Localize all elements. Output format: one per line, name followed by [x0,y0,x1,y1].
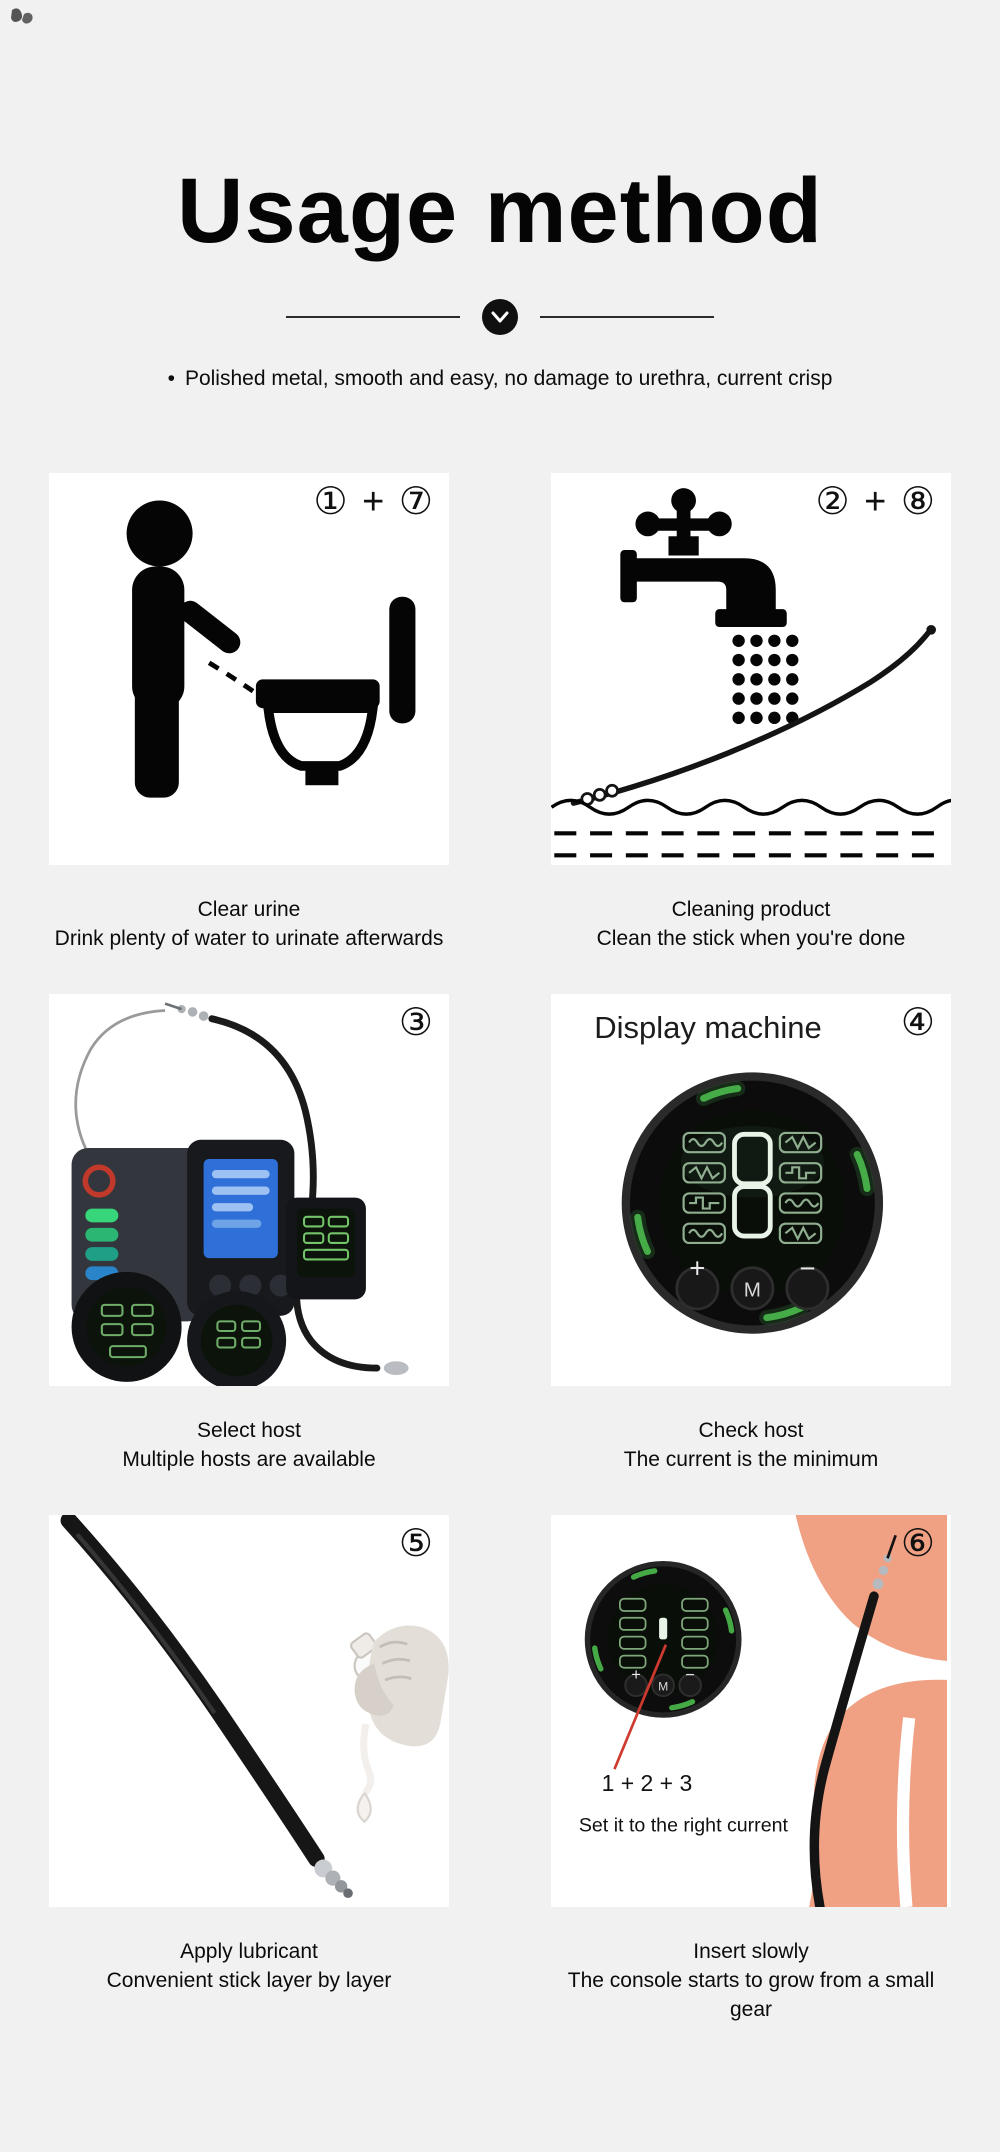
caption-line-2: Multiple hosts are available [122,1448,376,1472]
gear-annotation: 1 + 2 + 3 [602,1769,693,1795]
round-pod-device-2 [187,1290,287,1386]
bullet-marker: • [167,367,175,390]
device-plus-label: + [631,1665,640,1683]
bullet-text: Polished metal, smooth and easy, no dama… [184,367,833,390]
faucet-cleaning-illustration [551,488,951,858]
step-6-image: + M − 1 + 2 + 3 Set it to the right curr… [551,1514,951,1907]
lubricant-droplet [356,1791,372,1823]
digit-display [732,1131,773,1239]
current-note: Set it to the right current [579,1814,789,1836]
device-minus-label: − [799,1252,815,1283]
step-panel-3: ③ Select host Multiple hosts are availab… [49,993,449,1475]
feature-bullet: • Polished metal, smooth and easy, no dam… [0,367,1000,391]
corner-watermark [11,8,33,24]
chevron-down-icon [482,299,518,335]
step-badge: ② + ⑧ [815,481,937,523]
catheter-stick [60,1514,325,1867]
device-mode-label: M [744,1278,761,1301]
waveform-mode-icons [682,1131,823,1244]
caption-line-1: Insert slowly [693,1939,809,1963]
caption-line-2: Drink plenty of water to urinate afterwa… [54,927,444,951]
water-drops [732,634,799,725]
step-panel-2: ② + ⑧ Cleaning product Clean the stick w… [551,473,951,954]
step-5-image: ⑤ [49,1514,449,1907]
caption-line-2: Convenient stick layer by layer [106,1968,392,1992]
caption-line-1: Cleaning product [671,898,831,921]
lubricant-illustration [60,1514,449,1898]
caption-line-1: Check host [698,1418,804,1442]
digit-display [659,1617,668,1639]
toilet-pictogram-illustration [126,500,416,798]
catheter-stick [570,629,932,806]
stick-thread-beads [164,1002,209,1021]
device-minus-label: − [685,1665,694,1683]
step-2-caption: Cleaning product Clean the stick when yo… [551,895,951,954]
step-4-image: + M − Display machine ④ [551,993,951,1386]
blue-screen-device [187,1139,295,1316]
stick-metal-tip [383,1361,409,1375]
caption-line-1: Select host [197,1418,301,1442]
stick-thread-beads [872,1534,897,1589]
round-pod-device-1 [71,1271,182,1382]
water-wave-line [551,798,951,816]
device-plus-label: + [689,1252,705,1283]
red-pointer-line [613,1643,668,1770]
catheter-stick [809,1590,879,1907]
square-green-device [286,1197,366,1300]
step-badge: ⑤ [398,1522,435,1565]
step-panel-4: + M − Display machine ④ Check host The c… [551,993,951,1475]
device-cable [74,1008,166,1160]
step-4-caption: Check host The current is the minimum [551,1416,951,1475]
step-badge: ④ [900,1001,937,1044]
step-3-caption: Select host Multiple hosts are available [49,1416,449,1475]
lubricant-drip [360,1722,375,1796]
step-2-image: ② + ⑧ [551,473,951,865]
step-5-caption: Apply lubricant Convenient stick layer b… [49,1937,449,1996]
caption-line-1: Apply lubricant [180,1939,318,1963]
step-panel-5: ⑤ Apply lubricant Convenient stick layer… [49,1514,449,2025]
caption-line-1: Clear urine [197,898,301,921]
step-3-image: ③ [49,993,449,1386]
caption-line-2: The console starts to grow from a small … [567,1968,935,2022]
insertion-illustration: + M − 1 + 2 + 3 Set it to the right curr… [579,1514,947,1907]
caption-line-2: Clean the stick when you're done [596,927,906,951]
stick-metal-tip [314,1859,353,1898]
divider-line-right [540,316,714,318]
page-title: Usage method [177,160,823,262]
step-badge: ⑥ [900,1522,937,1565]
section-divider [0,299,1000,335]
step-1-image: ① + ⑦ [49,473,449,865]
panel-4-title: Display machine [594,1009,822,1045]
step-badge: ① + ⑦ [313,481,435,523]
faucet-icon [620,488,787,628]
hand [354,1625,449,1746]
step-1-caption: Clear urine Drink plenty of water to uri… [49,895,449,954]
display-device-illustration: + M − [621,1072,884,1334]
steps-grid: ① + ⑦ Clear urine Drink plenty of water … [0,473,1000,2025]
step-panel-1: ① + ⑦ Clear urine Drink plenty of water … [49,473,449,954]
device-mode-label: M [658,1679,668,1693]
round-device: + M − [584,1560,742,1718]
step-6-caption: Insert slowly The console starts to grow… [551,1937,951,2025]
host-devices-illustration [71,1002,409,1386]
caption-line-2: The current is the minimum [623,1448,879,1472]
step-panel-6: + M − 1 + 2 + 3 Set it to the right curr… [551,1514,951,2025]
step-badge: ③ [398,1001,435,1044]
body-silhouette [795,1514,947,1907]
device-buttons: + M − [675,1252,830,1311]
divider-line-left [286,316,460,318]
